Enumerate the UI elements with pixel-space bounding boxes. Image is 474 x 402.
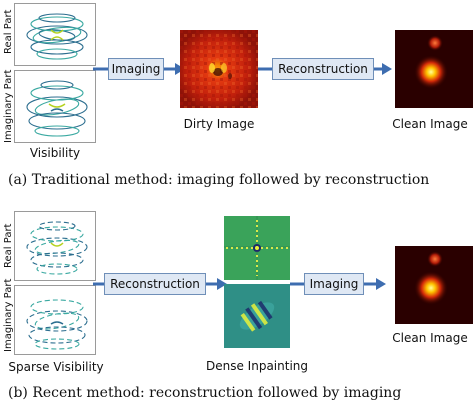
- sparse-visibility-rings-icon: [26, 221, 88, 275]
- dirty-image-caption: Dirty Image: [183, 117, 255, 131]
- imaginary-part-label: Imaginary Part: [3, 278, 14, 352]
- reconstruction-stage: Reconstruction: [272, 58, 374, 80]
- reconstruction-stage: Reconstruction: [104, 273, 206, 295]
- sparse-visibility-caption: Sparse Visibility: [8, 360, 104, 374]
- visibility-rings-icon: [26, 80, 88, 137]
- imaginary-part-label: Imaginary Part: [3, 69, 14, 143]
- figure-caption-a: (a) Traditional method: imaging followed…: [8, 172, 430, 188]
- real-part-label: Real Part: [3, 9, 14, 54]
- clean-image: [395, 30, 473, 108]
- clean-image: [395, 246, 473, 324]
- dense-inpainting-imaginary-image: [224, 284, 290, 348]
- dense-inpainting-real-image: [224, 216, 290, 280]
- imaging-stage: Imaging: [108, 58, 164, 80]
- clean-image-caption: Clean Image: [392, 117, 468, 131]
- imaginary-part-visibility-bottom: [14, 285, 96, 355]
- imaginary-part-visibility-top: [14, 70, 96, 143]
- real-part-visibility-bottom: [14, 211, 96, 281]
- visibility-rings-icon: [26, 13, 88, 60]
- real-part-visibility-top: [14, 3, 96, 66]
- visibility-caption: Visibility: [29, 146, 81, 160]
- imaging-stage: Imaging: [304, 273, 364, 295]
- dirty-image: [180, 30, 258, 108]
- figure-caption-b: (b) Recent method: reconstruction follow…: [8, 385, 402, 401]
- sparse-visibility-rings-icon: [26, 299, 88, 350]
- dense-inpainting-caption: Dense Inpainting: [206, 359, 308, 373]
- clean-image-caption: Clean Image: [392, 331, 468, 345]
- real-part-label: Real Part: [3, 223, 14, 268]
